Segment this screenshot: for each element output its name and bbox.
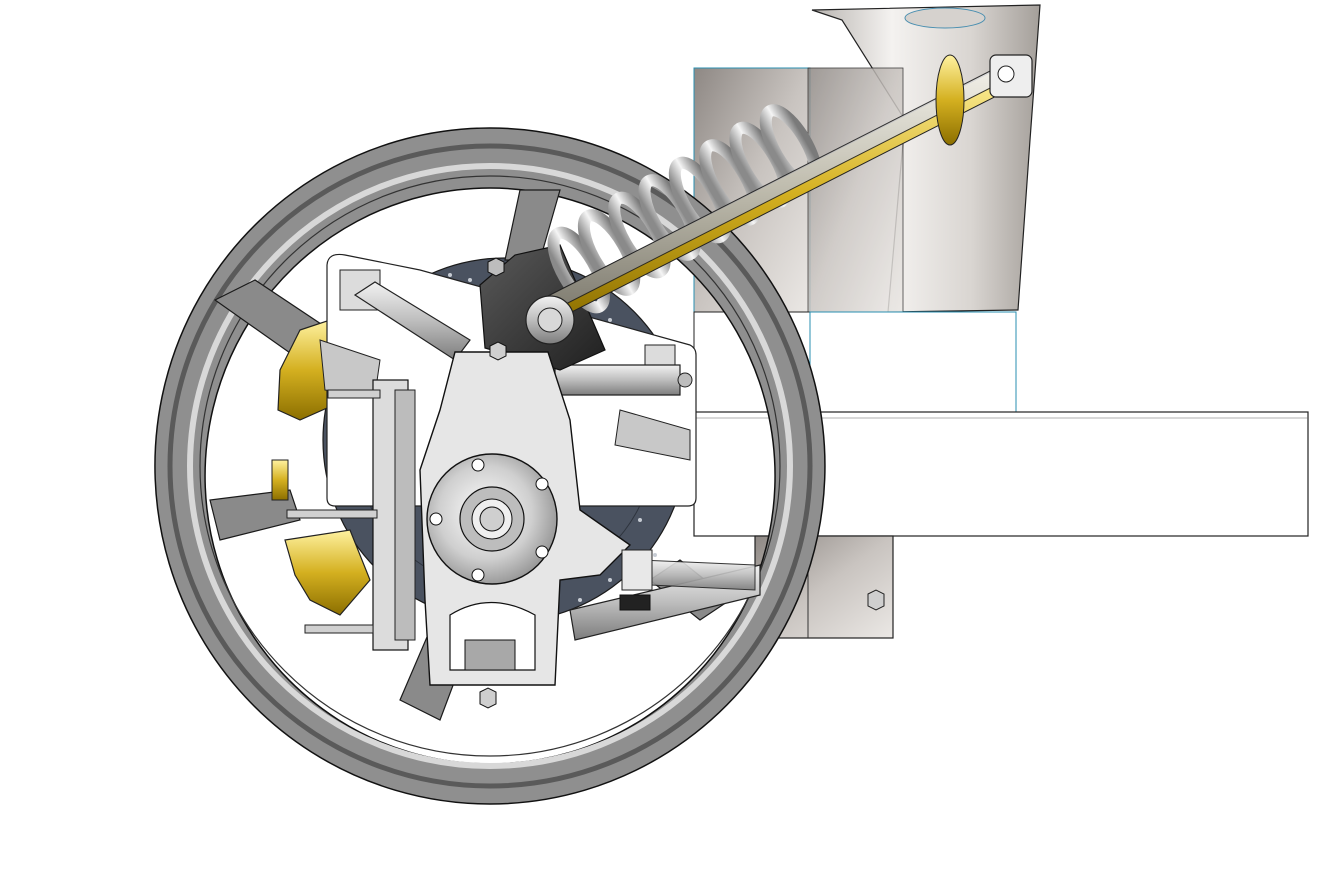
mount-bolt-icon [487, 257, 505, 277]
caliper-bolts [286, 389, 381, 634]
damper-top-mount [935, 54, 965, 146]
upper-wishbone[interactable] [353, 281, 693, 396]
wishbone-joint-icon [677, 372, 693, 388]
lower-ball-joint [619, 549, 653, 611]
frame-block-mid [807, 67, 904, 313]
damper-rod[interactable] [525, 54, 1033, 345]
frame-box-right [809, 311, 1017, 413]
bracket-bolt-icon [867, 589, 885, 611]
damper-top-bolt-icon [997, 65, 1015, 83]
tower-top-opening [904, 7, 986, 29]
upright-top-bolt-icon [489, 341, 507, 361]
hub-stud-holes [429, 458, 549, 582]
upright-bottom-bolt-icon [479, 687, 497, 709]
wheel-hub[interactable] [426, 453, 558, 585]
lower-wishbone[interactable] [569, 549, 761, 641]
